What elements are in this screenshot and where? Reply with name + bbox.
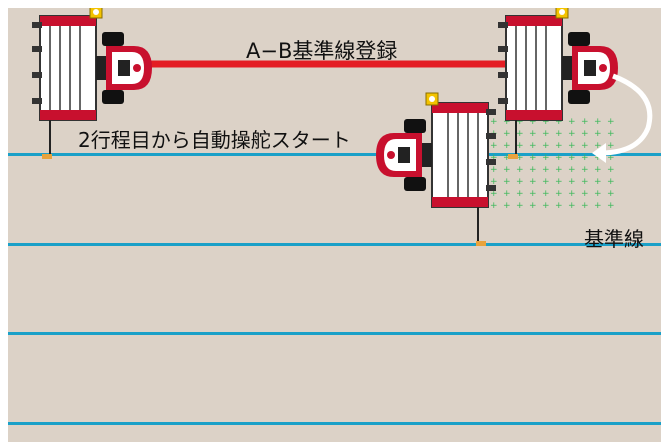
guidance-dot: + [503,201,511,211]
ab-line-label: A−B基準線登録 [246,39,398,63]
guidance-dot: + [503,177,511,187]
guidance-dot: + [490,141,498,151]
guidance-dot: + [568,141,576,151]
guidance-dot: + [490,117,498,127]
guidance-dots: + + + + + + + + + + + + + + + + + + + + + + + + + + + + + + + + + + + + + + + +… [490,117,615,211]
guidance-dot: + [607,153,615,163]
guidance-dot: + [516,165,524,175]
guidance-dot: + [529,189,537,199]
guidance-dot: + [555,129,563,139]
guidance-dot: + [607,129,615,139]
guidance-dot: + [516,201,524,211]
guidance-dot: + [555,177,563,187]
guidance-dot: + [581,129,589,139]
field-diagram: + + + + + + + + + + + + + + + + + + + + + + + + + + + + + + + + + + + + + + + +… [8,8,661,442]
guidance-dot: + [568,177,576,187]
guidance-dot: + [529,165,537,175]
auto-steer-label: 2行程目から自動操舵スタート [78,128,351,152]
guidance-dot: + [568,129,576,139]
guide-line-1 [8,153,661,156]
guidance-dot: + [594,117,602,127]
guidance-dot: + [607,141,615,151]
guidance-dot: + [555,201,563,211]
guidance-dot: + [516,117,524,127]
guidance-dot: + [490,177,498,187]
guidance-dot: + [568,153,576,163]
guidance-dot: + [581,189,589,199]
guidance-dot: + [555,117,563,127]
guidance-dot: + [542,189,550,199]
guidance-dot: + [581,177,589,187]
guidance-dot: + [555,189,563,199]
reference-line [8,243,661,246]
guidance-dot: + [503,117,511,127]
guide-line-3 [8,332,661,335]
guidance-dot: + [503,165,511,175]
guidance-dot: + [568,165,576,175]
guidance-dot: + [594,153,602,163]
guidance-dot: + [529,117,537,127]
guidance-dot: + [529,129,537,139]
guidance-dot: + [490,153,498,163]
guidance-dot: + [529,201,537,211]
guidance-dot: + [607,177,615,187]
guidance-dot: + [568,201,576,211]
turn-arrow-head [592,143,606,163]
guidance-dot: + [503,129,511,139]
guidance-dot: + [490,189,498,199]
guidance-dot: + [607,201,615,211]
guidance-dot: + [581,201,589,211]
guidance-dot: + [555,153,563,163]
guidance-dot: + [529,177,537,187]
turn-arrow-icon [599,73,653,156]
guidance-dot: + [568,117,576,127]
guidance-dot: + [581,117,589,127]
guidance-dot: + [568,189,576,199]
guidance-dot: + [607,189,615,199]
guidance-dot: + [542,129,550,139]
guidance-dot: + [503,153,511,163]
guidance-dot: + [607,117,615,127]
guidance-dot: + [581,165,589,175]
guidance-dot: + [490,165,498,175]
reference-line-label: 基準線 [584,227,644,251]
guidance-dot: + [529,141,537,151]
guidance-dot: + [594,141,602,151]
guidance-dot: + [542,165,550,175]
guidance-dot: + [516,189,524,199]
guidance-dot: + [516,177,524,187]
guidance-dot: + [516,129,524,139]
guidance-dot: + [542,141,550,151]
guidance-dot: + [542,201,550,211]
diagram-graphics: + + + + + + + + + + + + + + + + + + + + + + + + + + + + + + + + + + + + + + + +… [31,8,653,247]
guidance-dot: + [594,201,602,211]
guidance-dot: + [529,153,537,163]
guidance-dot: + [594,129,602,139]
guidance-dot: + [594,177,602,187]
guidance-dot: + [555,165,563,175]
guidance-dot: + [555,141,563,151]
guidance-dot: + [594,165,602,175]
guidance-dot: + [581,153,589,163]
guidance-dot: + [503,189,511,199]
guidance-dot: + [542,177,550,187]
guidance-dot: + [503,141,511,151]
guide-line-4 [8,422,661,425]
guidance-dot: + [607,165,615,175]
guidance-dot: + [542,153,550,163]
guidance-dot: + [581,141,589,151]
guidance-dot: + [516,141,524,151]
guidance-dot: + [516,153,524,163]
guidance-dot: + [594,189,602,199]
tractor-planter-icon [375,92,497,247]
guidance-dot: + [542,117,550,127]
guidance-dot: + [490,201,498,211]
